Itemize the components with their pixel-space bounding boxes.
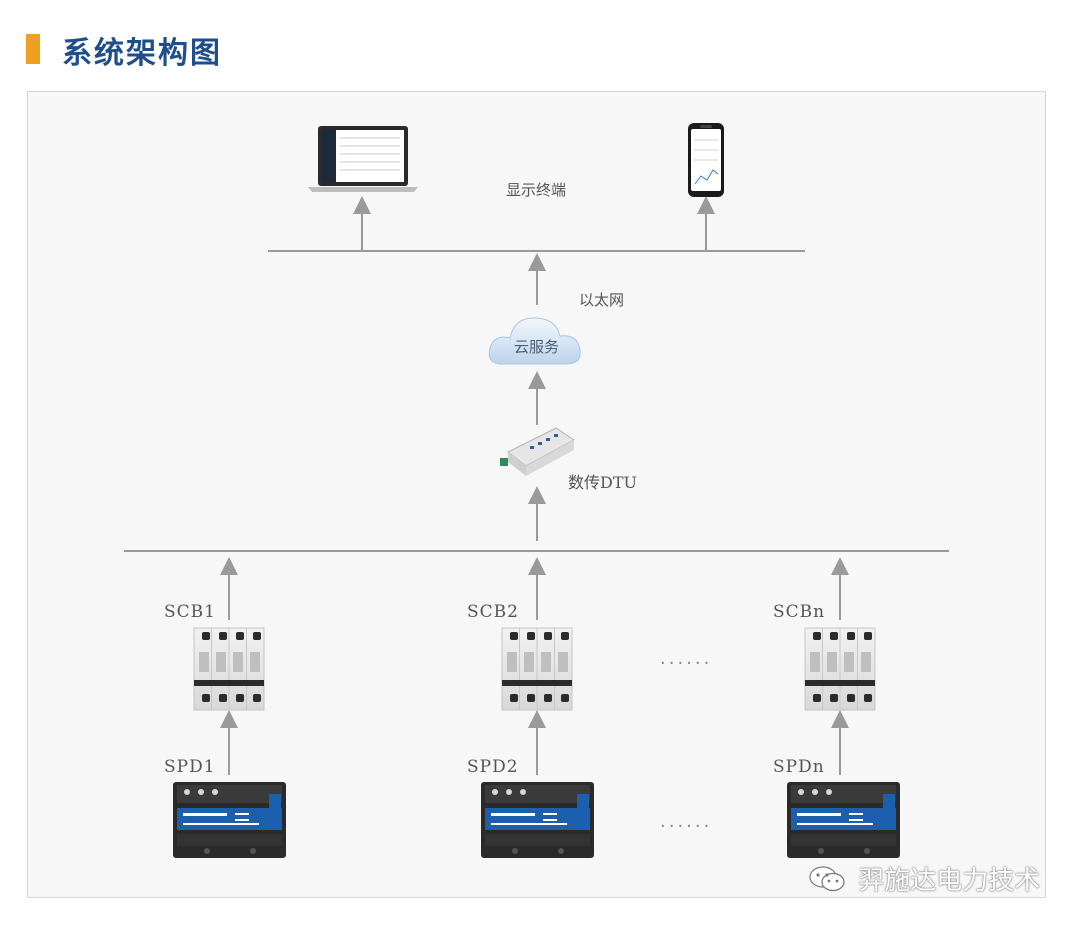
spd1-label: SPD1 [164, 757, 216, 777]
dtu-label: 数传DTU [568, 473, 637, 492]
display-terminal-label: 显示终端 [506, 181, 567, 199]
watermark-text: 羿施达电力技术 [858, 866, 1041, 896]
title-accent-bar [26, 34, 40, 64]
spd2-label: SPD2 [467, 757, 519, 777]
scbn-label: SCBn [773, 602, 826, 622]
scb-ellipsis: ...... [660, 648, 713, 669]
ethernet-label: 以太网 [579, 291, 625, 309]
cloud-icon [488, 317, 581, 365]
watermark: 羿施达电力技术 [808, 860, 1040, 896]
laptop-icon [308, 126, 418, 192]
scb2-label: SCB2 [467, 602, 519, 622]
circuit-breaker-icon [804, 627, 876, 711]
circuit-breaker-icon [193, 627, 265, 711]
wechat-icon [809, 865, 845, 891]
circuit-breaker-icon [501, 627, 573, 711]
dtu-device-icon [500, 427, 575, 476]
spd-ellipsis: ...... [660, 811, 713, 832]
smartphone-icon [688, 123, 724, 197]
spd-device-icon [173, 782, 286, 858]
page-title: 系统架构图 [62, 36, 222, 71]
cloud-service-label: 云服务 [514, 338, 560, 356]
spdn-label: SPDn [773, 757, 825, 777]
spd-device-icon [787, 782, 900, 858]
scb1-label: SCB1 [164, 602, 216, 622]
spd-device-icon [481, 782, 594, 858]
